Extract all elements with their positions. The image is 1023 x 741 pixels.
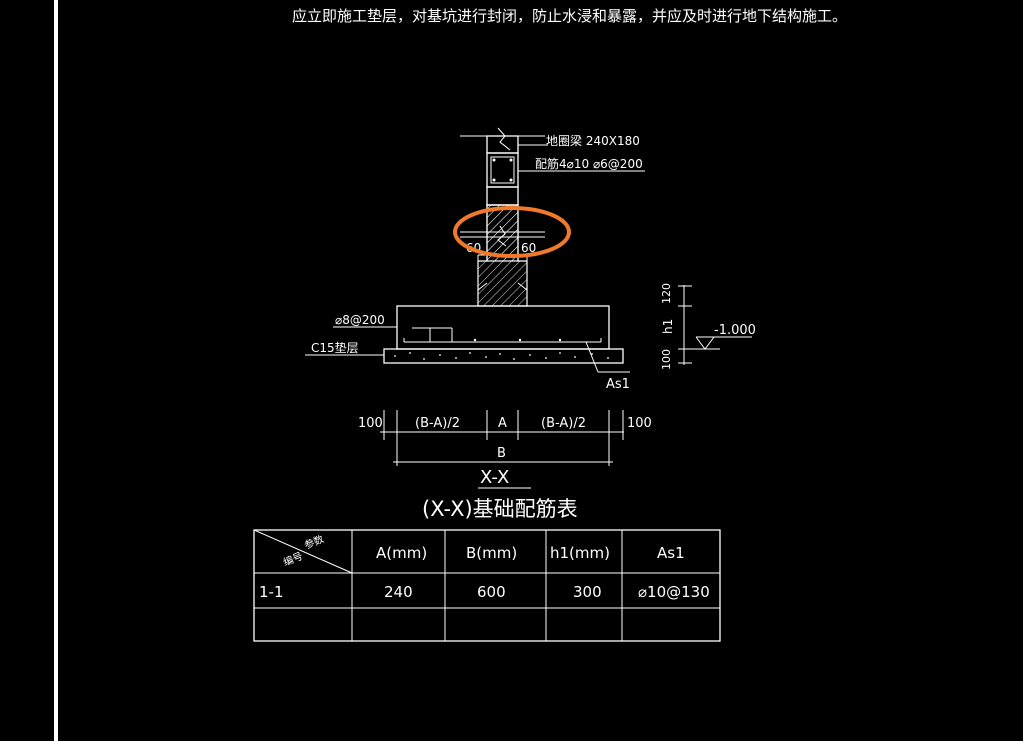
dim-100-left: 100 <box>358 416 383 431</box>
cushion-label: C15垫层 <box>311 340 359 355</box>
beam-label: 地圈梁 240X180 <box>546 133 640 148</box>
cell-as1: ⌀10@130 <box>638 583 710 601</box>
col-header-b: B(mm) <box>466 544 517 562</box>
viewport-border <box>54 0 58 741</box>
highlight-circle <box>453 206 571 258</box>
dim-100-right: 100 <box>627 416 652 431</box>
table-title: (X-X)基础配筋表 <box>422 497 578 521</box>
dim-h1: h1 <box>661 319 675 334</box>
as1-label: As1 <box>606 377 630 392</box>
cell-h1: 300 <box>573 583 602 601</box>
dim-60-right: 60 <box>521 241 536 255</box>
header-diag-top: 参数 <box>302 532 325 552</box>
dim-100-vertical: 100 <box>660 349 673 370</box>
dim-ba-right: (B-A)/2 <box>541 416 586 431</box>
elevation-label: -1.000 <box>714 323 756 338</box>
dim-b: B <box>497 446 506 461</box>
dim-120: 120 <box>660 283 673 304</box>
section-mark: X-X <box>480 467 509 488</box>
note-text: 应立即施工垫层，对基坑进行封闭，防止水浸和暴露，并应及时进行地下结构施工。 <box>292 7 847 25</box>
reinforcement-table: (X-X)基础配筋表 参数 编号 A(mm) B(mm) h1(mm) As1 … <box>253 497 721 642</box>
beam-reinf-label: 配筋4⌀10 ⌀6@200 <box>535 156 643 171</box>
dim-ba-left: (B-A)/2 <box>415 416 460 431</box>
header-diag-bottom: 编号 <box>281 549 304 569</box>
col-header-as1: As1 <box>657 544 685 562</box>
c15-cushion <box>383 348 624 364</box>
dim-a: A <box>498 416 507 431</box>
cell-a: 240 <box>384 583 413 601</box>
cell-b: 600 <box>477 583 506 601</box>
col-header-a: A(mm) <box>376 544 427 562</box>
rebar-label: ⌀8@200 <box>335 313 385 327</box>
row-id: 1-1 <box>259 583 284 601</box>
col-header-h1: h1(mm) <box>550 544 610 562</box>
foundation-section: 60 60 地圈梁 240X180 配筋4⌀10 ⌀6@200 ⌀8@2 <box>305 127 756 489</box>
ring-beam <box>486 152 519 188</box>
